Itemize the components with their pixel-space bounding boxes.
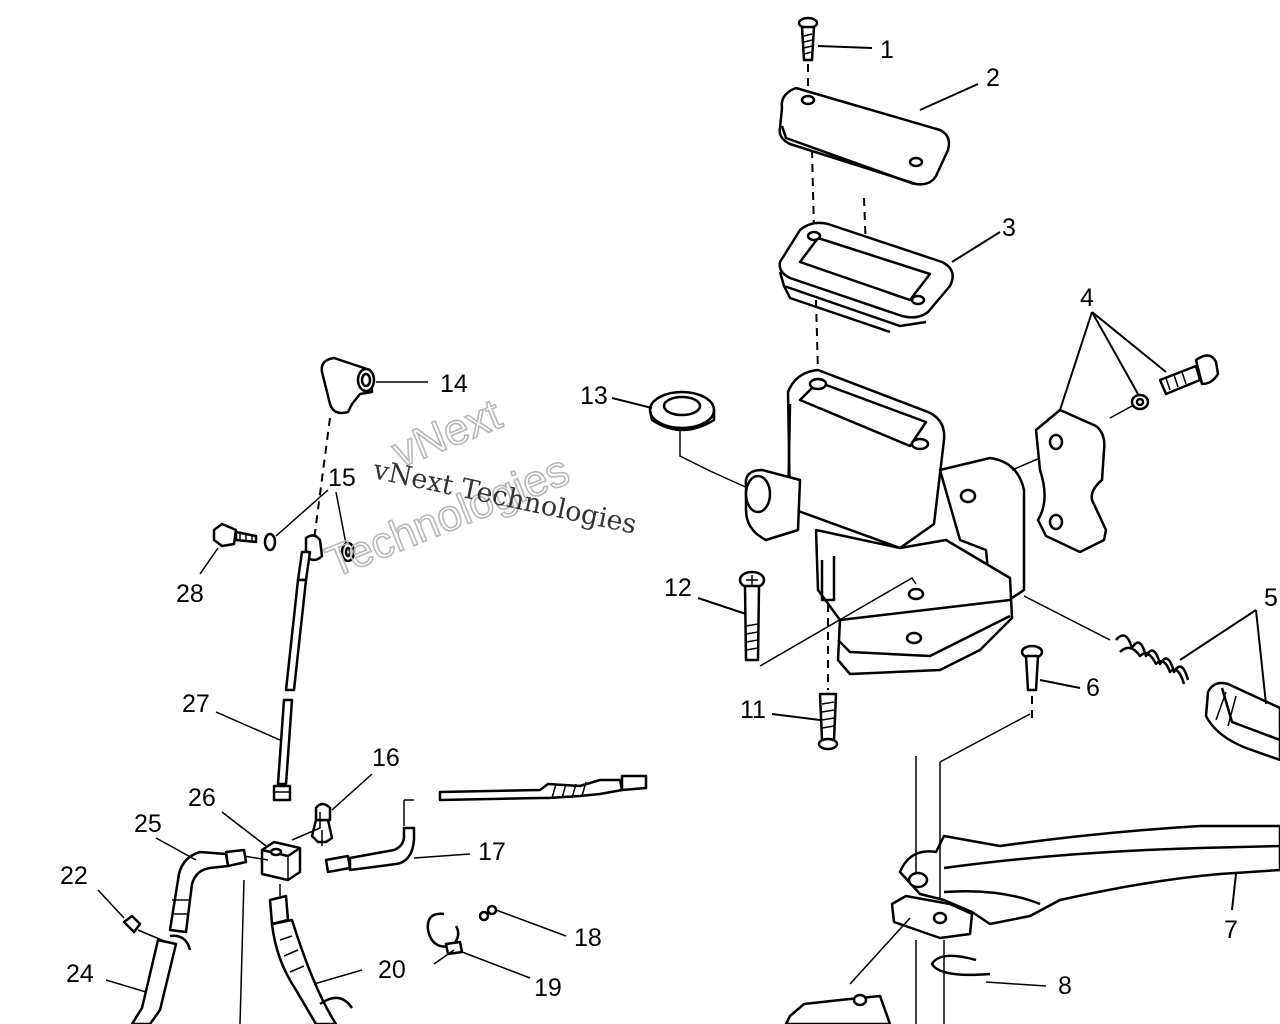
part-14-tee-fitting [313, 356, 428, 541]
callout-numbers: 1 2 3 4 5 6 7 8 11 12 13 14 15 16 17 18 … [60, 36, 1278, 1002]
part-7-lever [784, 756, 1280, 1024]
callout-1: 1 [880, 36, 894, 64]
callout-19: 19 [534, 974, 562, 1002]
part-13-seal [648, 390, 753, 491]
master-cylinder-body [744, 368, 1111, 676]
part-22-fitting [97, 889, 177, 947]
callout-4: 4 [1080, 284, 1094, 312]
part-26-junction-block [221, 811, 321, 882]
callout-28: 28 [176, 580, 204, 608]
part-5-spring-piston [1115, 634, 1280, 762]
part-25-hose [155, 837, 269, 951]
part-3-diaphragm [778, 221, 954, 373]
callout-7: 7 [1224, 916, 1238, 944]
part-12-bolt [738, 570, 917, 667]
callout-3: 3 [1002, 214, 1016, 242]
callout-11: 11 [740, 696, 766, 724]
part-24-hose [105, 879, 245, 1024]
callout-12: 12 [664, 574, 692, 602]
part-17-line [324, 774, 648, 874]
leader-lines [611, 45, 1267, 911]
callout-8: 8 [1058, 972, 1072, 1000]
callout-13: 13 [580, 382, 608, 410]
part-2-cover [778, 86, 951, 251]
callout-6: 6 [1086, 674, 1100, 702]
part-11-screw [817, 604, 839, 751]
part-28-banjo-bolt [199, 522, 258, 575]
part-19-clamp [426, 912, 531, 979]
callout-18: 18 [574, 924, 602, 952]
callout-16: 16 [372, 744, 400, 772]
part-8-clip [930, 954, 1047, 987]
callout-27: 27 [182, 690, 210, 718]
callout-15: 15 [328, 464, 356, 492]
part-4-clamp-assembly [1034, 354, 1220, 554]
callout-2: 2 [986, 64, 1000, 92]
part-18-fitting [478, 904, 567, 937]
callout-24: 24 [66, 960, 94, 988]
callout-22: 22 [60, 862, 88, 890]
part-1-screw [797, 16, 819, 94]
callout-26: 26 [188, 784, 216, 812]
callout-14: 14 [440, 370, 468, 398]
callout-20: 20 [378, 956, 406, 984]
callout-5: 5 [1264, 584, 1278, 612]
part-6-pin [939, 644, 1044, 763]
part-16-bleeder [310, 773, 373, 846]
part-20-hose [268, 884, 363, 1024]
callout-25: 25 [134, 810, 162, 838]
callout-17: 17 [478, 838, 506, 866]
watermark: vNext Technologies vNext Technologies [319, 389, 640, 588]
part-27-brake-line [215, 550, 312, 802]
